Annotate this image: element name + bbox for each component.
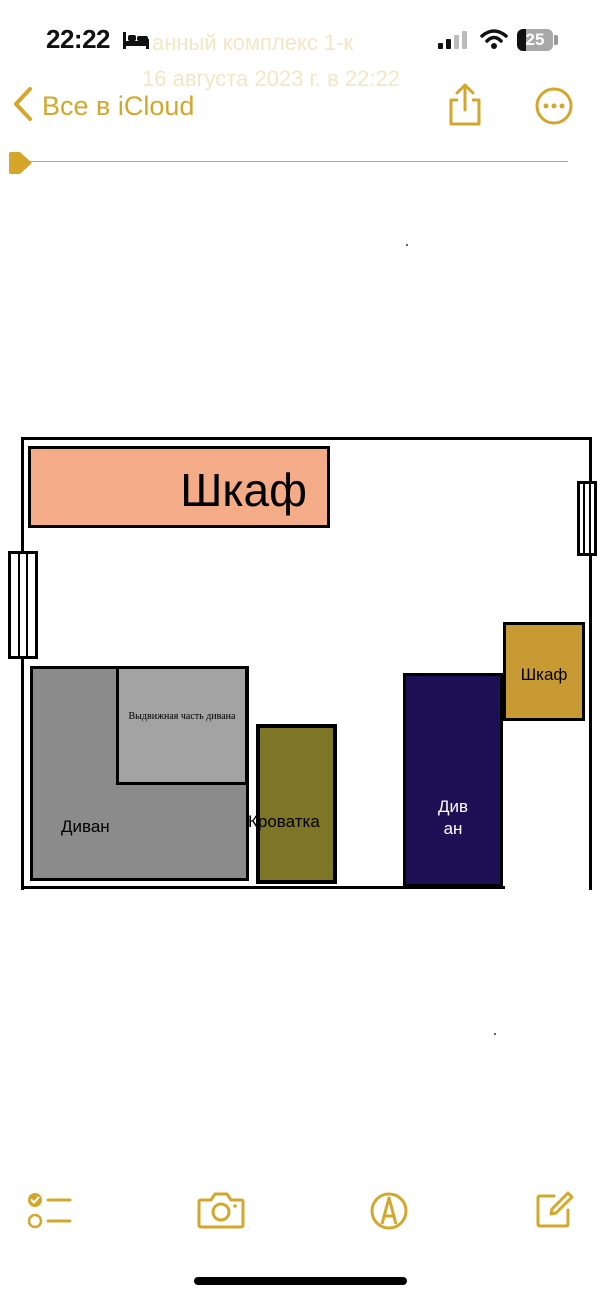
window-left	[8, 551, 38, 659]
markup-button[interactable]	[369, 1190, 409, 1237]
share-button[interactable]	[446, 82, 484, 133]
checklist-icon	[26, 1193, 72, 1236]
note-title-faded: анный комплекс 1-к	[152, 30, 354, 55]
ellipsis-circle-icon	[534, 87, 574, 130]
battery-tip	[554, 35, 558, 45]
home-indicator[interactable]	[194, 1277, 407, 1285]
room-outline-bottom	[21, 886, 505, 889]
more-button[interactable]	[534, 86, 574, 131]
note-date-faded: 16 августа 2023 г. в 22:22	[142, 66, 400, 91]
room-doorway	[586, 720, 589, 890]
stray-dot	[406, 244, 408, 246]
chevron-left-icon	[12, 86, 34, 127]
cellular-signal-icon	[438, 31, 468, 54]
back-label: Все в iCloud	[42, 90, 195, 121]
checklist-button[interactable]	[26, 1190, 72, 1237]
camera-icon	[197, 1192, 245, 1234]
sofa-main-label: Диван	[61, 817, 110, 836]
sofa-right: Див ан	[403, 673, 503, 887]
back-button[interactable]: Все в iCloud	[12, 86, 194, 126]
sofa-extension-label: Выдвижная часть дивана	[128, 711, 236, 722]
status-time: 22:22	[46, 24, 111, 54]
crib: Кроватка	[248, 724, 337, 884]
drawing-resize-handle[interactable]	[8, 151, 34, 180]
markup-pen-icon	[369, 1192, 409, 1236]
battery-indicator: 25	[517, 29, 553, 51]
window-right	[577, 481, 597, 556]
room-outline	[21, 437, 592, 890]
wardrobe-small: Шкаф	[503, 622, 585, 721]
sofa-right-label-line2: ан	[443, 819, 463, 838]
compose-icon	[534, 1191, 574, 1234]
crib-label: Кроватка	[248, 812, 320, 831]
sofa-right-label-line1: Див	[437, 797, 469, 816]
wardrobe-large-label: Шкаф	[180, 464, 307, 516]
window-right-frame	[583, 484, 591, 553]
camera-button[interactable]	[197, 1190, 245, 1235]
wardrobe-large: Шкаф	[28, 446, 330, 528]
sofa-right-label: Див ан	[406, 796, 500, 840]
wifi-icon	[480, 28, 508, 55]
wardrobe-small-label: Шкаф	[520, 665, 568, 684]
share-icon	[446, 83, 484, 132]
drawing-divider-line	[20, 161, 568, 162]
window-left-frame	[18, 554, 28, 656]
sofa-extension: Выдвижная часть дивана	[116, 666, 248, 785]
sleep-focus-icon	[122, 30, 150, 55]
compose-button[interactable]	[534, 1190, 574, 1235]
stray-dot	[494, 1033, 496, 1035]
